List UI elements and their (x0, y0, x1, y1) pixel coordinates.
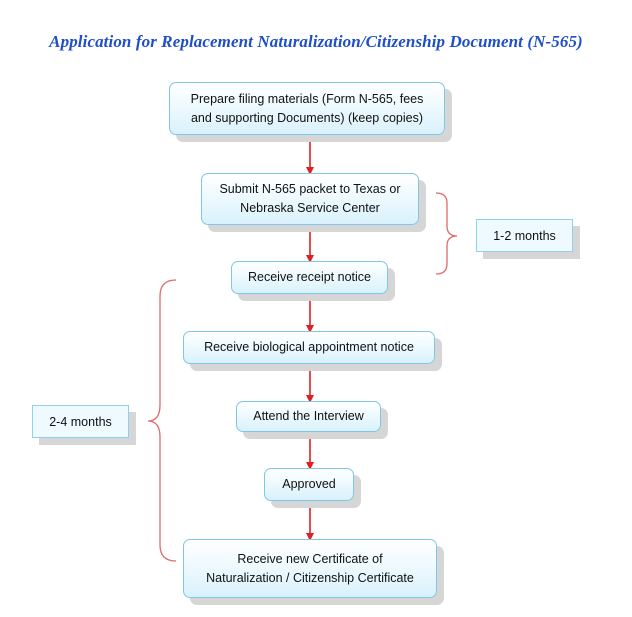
step-line: Prepare filing materials (Form N-565, fe… (190, 91, 424, 106)
duration-label-short: 1-2 months (476, 219, 573, 252)
step-line: Attend the Interview (253, 409, 364, 423)
bracket-left (147, 279, 177, 562)
duration-label-long: 2-4 months (32, 405, 129, 438)
step-receipt-notice: Receive receipt notice (231, 261, 388, 294)
step-line: Receive new Certificate of (237, 551, 383, 566)
step-line: Approved (282, 477, 336, 491)
step-prepare-filing: Prepare filing materials (Form N-565, fe… (169, 82, 445, 135)
step-biological-notice: Receive biological appointment notice (183, 331, 435, 364)
step-line: Naturalization / Citizenship Certificate (206, 570, 414, 585)
bracket-right (435, 192, 458, 275)
step-attend-interview: Attend the Interview (236, 401, 381, 432)
step-line: Nebraska Service Center (240, 201, 380, 215)
step-line: Receive biological appointment notice (204, 340, 414, 354)
step-line: Submit N-565 packet to Texas or (219, 182, 401, 196)
step-line: and supporting Documents) (keep copies) (190, 110, 424, 125)
diagram-title: Application for Replacement Naturalizati… (49, 32, 583, 51)
step-submit-packet: Submit N-565 packet to Texas or Nebraska… (201, 173, 419, 225)
step-receive-certificate: Receive new Certificate of Naturalizatio… (183, 539, 437, 598)
step-line: Receive receipt notice (248, 270, 371, 284)
step-approved: Approved (264, 468, 354, 501)
